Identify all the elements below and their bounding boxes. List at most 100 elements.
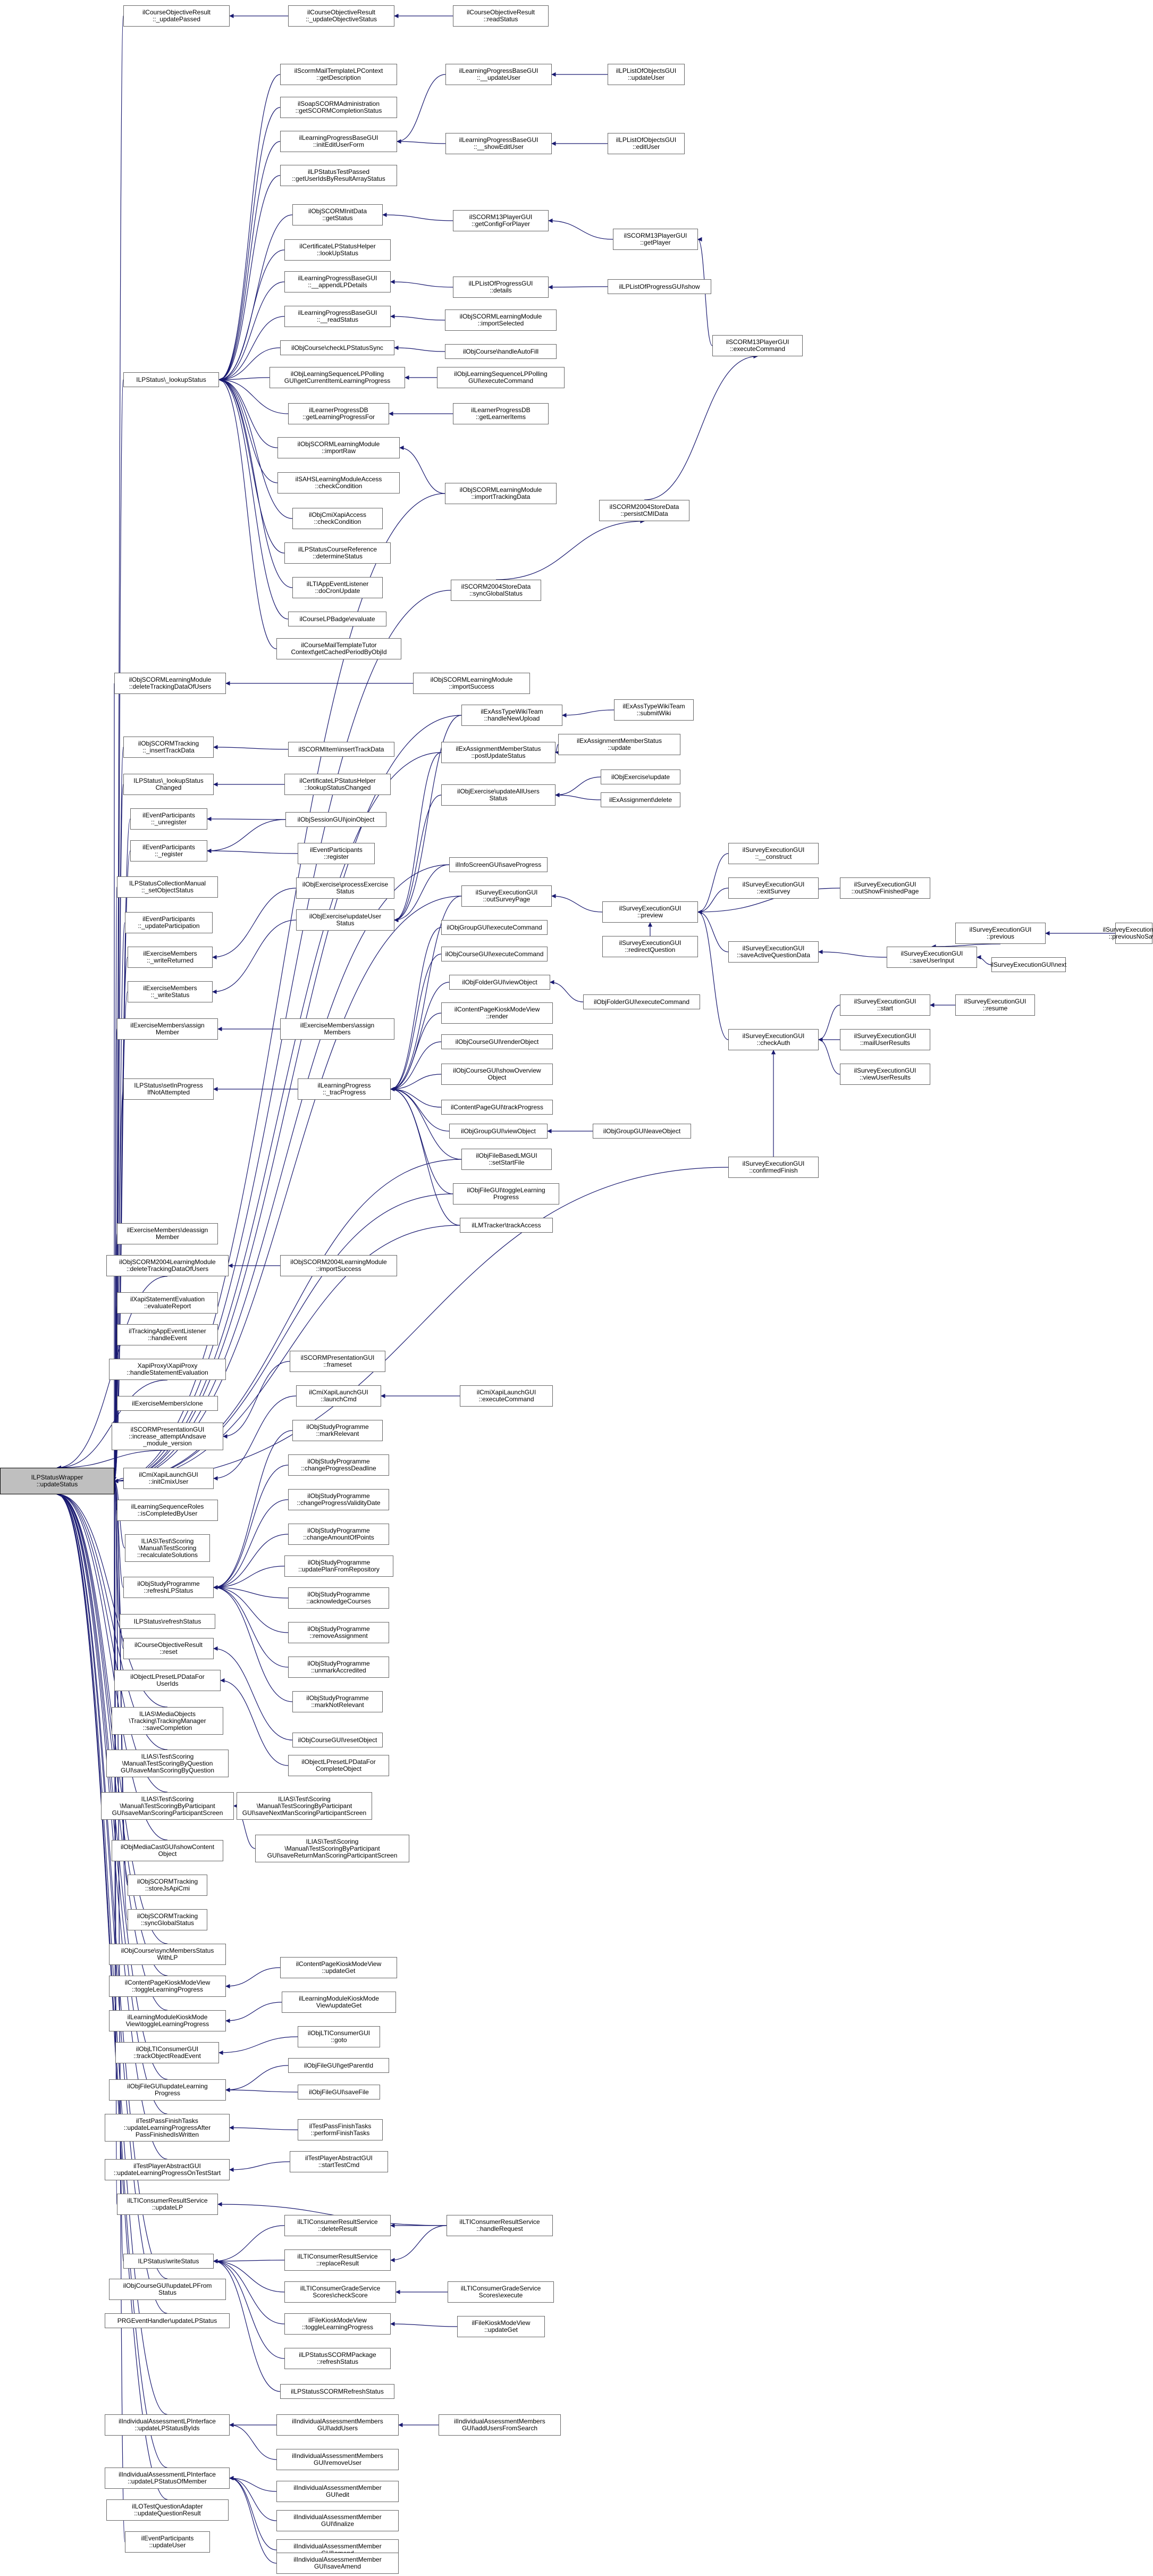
graph-node[interactable]: ilFileKioskModeView ::toggleLearningProg… — [284, 2313, 391, 2335]
graph-node[interactable]: ilObjMediaCastGUI\showContent Object — [112, 1840, 223, 1861]
graph-node[interactable]: ilSurveyExecutionGUI\next — [991, 957, 1066, 972]
graph-node[interactable]: ilExAssTypeWikiTeam ::handleNewUpload — [461, 705, 562, 726]
graph-node[interactable]: ilSurveyExecutionGUI ::checkAuth — [728, 1029, 819, 1050]
graph-node[interactable]: ilExerciseMembers\assign Members — [280, 1018, 394, 1040]
graph-node[interactable]: ilCertificateLPStatusHelper ::lookUpStat… — [284, 239, 391, 261]
graph-node[interactable]: ILPStatus\_lookupStatus Changed — [123, 774, 214, 795]
graph-node[interactable]: ilSCORMPresentationGUI ::frameset — [290, 1351, 385, 1372]
graph-node[interactable]: ilIndividualAssessmentLPInterface ::upda… — [105, 2468, 230, 2489]
graph-node[interactable]: ilIndividualAssessmentMember GUI\saveAme… — [276, 2553, 399, 2574]
graph-node[interactable]: ilSurveyExecutionGUI ::outSurveyPage — [461, 885, 552, 907]
graph-node[interactable]: ilEventParticipants ::_unregister — [130, 808, 207, 830]
graph-node[interactable]: ilObjStudyProgramme ::changeProgressVali… — [288, 1489, 389, 1510]
graph-node[interactable]: ilLPStatusSCORMRefreshStatus — [280, 2384, 394, 2399]
graph-node[interactable]: ilObjCourseGUI\executeCommand — [441, 947, 548, 961]
graph-node[interactable]: ILIAS\Test\Scoring \Manual\TestScoringBy… — [237, 1792, 372, 1820]
graph-node[interactable]: ilObjGroupGUI\viewObject — [449, 1124, 548, 1139]
graph-node[interactable]: ilCourseObjectiveResult ::reset — [123, 1638, 214, 1659]
graph-node[interactable]: ilExAssTypeWikiTeam ::submitWiki — [614, 699, 694, 721]
graph-node[interactable]: ilCourseObjectiveResult ::_updateObjecti… — [288, 5, 394, 27]
graph-node[interactable]: ilLPListOfObjectsGUI ::editUser — [608, 133, 685, 154]
graph-node[interactable]: ilObjCmiXapiAccess ::checkCondition — [292, 508, 383, 529]
graph-node[interactable]: ilObjFolderGUI\viewObject — [449, 975, 550, 990]
graph-node[interactable]: ilTestPassFinishTasks ::updateLearningPr… — [105, 2114, 230, 2142]
graph-node[interactable]: ilIndividualAssessmentMembers GUI\addUse… — [439, 2414, 561, 2436]
graph-node[interactable]: ilContentPageKioskModeView ::toggleLearn… — [109, 1976, 226, 1997]
graph-node[interactable]: ilObjGroupGUI\executeCommand — [441, 920, 548, 935]
graph-node[interactable]: ilLPStatusCourseReference ::determineSta… — [284, 542, 391, 564]
graph-node[interactable]: ilLPListOfObjectsGUI ::updateUser — [608, 64, 685, 85]
graph-node[interactable]: ilSurveyExecutionGUI ::__construct — [728, 843, 819, 864]
graph-node[interactable]: ilTestPlayerAbstractGUI ::startTestCmd — [290, 2151, 388, 2172]
graph-node[interactable]: ilLearningProgressBaseGUI ::__appendLPDe… — [284, 271, 391, 292]
graph-node[interactable]: ilObjFileGUI\saveFile — [298, 2085, 380, 2100]
graph-node[interactable]: ILPStatus\refreshStatus — [120, 1614, 215, 1629]
graph-node[interactable]: ilLearningProgressBaseGUI ::__showEditUs… — [445, 133, 552, 154]
graph-node[interactable]: ILIAS\MediaObjects \Tracking\TrackingMan… — [112, 1707, 223, 1735]
graph-node[interactable]: ILIAS\Test\Scoring \Manual\TestScoringBy… — [101, 1792, 234, 1820]
graph-node[interactable]: ilInfoScreenGUI\saveProgress — [449, 857, 548, 872]
graph-node[interactable]: ilExAssignment\delete — [601, 792, 680, 807]
graph-node[interactable]: ilObjLTIConsumerGUI ::goto — [298, 2026, 380, 2047]
graph-node[interactable]: ilXapiStatementEvaluation ::evaluateRepo… — [117, 1292, 218, 1314]
graph-node[interactable]: ilExerciseMembers\deassign Member — [117, 1223, 218, 1244]
graph-node[interactable]: ilLTIConsumerResultService ::deleteResul… — [284, 2215, 391, 2236]
graph-node[interactable]: ilObjStudyProgramme ::changeProgressDead… — [288, 1454, 389, 1476]
graph-node[interactable]: ilObjSessionGUI\joinObject — [285, 812, 386, 827]
graph-node[interactable]: ilCertificateLPStatusHelper ::lookupStat… — [284, 774, 391, 795]
graph-node[interactable]: ILPStatusCollectionManual ::_setObjectSt… — [117, 876, 218, 898]
root-node[interactable]: ILPStatusWrapper ::updateStatus — [0, 1468, 114, 1494]
graph-node[interactable]: ilSurveyExecutionGUI ::viewUserResults — [840, 1064, 930, 1085]
graph-node[interactable]: ilObjStudyProgramme ::acknowledgeCourses — [288, 1587, 389, 1609]
graph-node[interactable]: ilObjStudyProgramme ::unmarkAccredited — [288, 1657, 389, 1678]
graph-node[interactable]: ilObjExercise\updateUser Status — [296, 909, 394, 931]
graph-node[interactable]: ilLearningSequenceRoles ::isCompletedByU… — [117, 1500, 218, 1521]
graph-node[interactable]: ilLearningProgressBaseGUI ::__readStatus — [284, 306, 391, 327]
graph-node[interactable]: ilSurveyExecutionGUI ::mailUserResults — [840, 1029, 930, 1050]
graph-node[interactable]: ilTestPlayerAbstractGUI ::updateLearning… — [105, 2159, 230, 2180]
graph-node[interactable]: ilContentPageGUI\trackProgress — [441, 1100, 553, 1115]
graph-node[interactable]: ilSCORM13PlayerGUI ::executeCommand — [712, 335, 803, 356]
graph-node[interactable]: ilLTIConsumerResultService ::updateLP — [117, 2194, 218, 2215]
graph-node[interactable]: ilLearningModuleKioskMode View\toggleLea… — [109, 2010, 226, 2031]
graph-node[interactable]: ilLPListOfProgressGUI\show — [608, 279, 711, 294]
graph-node[interactable]: ilObjCourseGUI\updateLPFrom Status — [109, 2279, 226, 2300]
graph-node[interactable]: ilLMTracker\trackAccess — [460, 1218, 553, 1233]
graph-node[interactable]: ilObjFileGUI\getParentId — [288, 2058, 389, 2073]
graph-node[interactable]: ilIndividualAssessmentMember GUI\edit — [276, 2481, 399, 2502]
graph-node[interactable]: ilObjSCORMTracking ::storeJsApiCmi — [128, 1875, 207, 1896]
graph-node[interactable]: ilObjSCORM2004LearningModule ::importSuc… — [280, 1255, 397, 1276]
graph-node[interactable]: ilSCORM13PlayerGUI ::getPlayer — [613, 229, 698, 250]
graph-node[interactable]: ilSCORMItem\insertTrackData — [288, 742, 394, 757]
graph-node[interactable]: ilLearningProgressBaseGUI ::initEditUser… — [280, 131, 397, 152]
graph-node[interactable]: ilLearningProgressBaseGUI ::__updateUser — [445, 64, 552, 85]
graph-node[interactable]: ilObjSCORM2004LearningModule ::deleteTra… — [106, 1255, 229, 1276]
graph-node[interactable]: ilCourseObjectiveResult ::readStatus — [453, 5, 549, 27]
graph-node[interactable]: ilObjExercise\update — [601, 770, 680, 784]
graph-node[interactable]: ilSCORM2004StoreData ::syncGlobalStatus — [451, 580, 541, 601]
graph-node[interactable]: ilContentPageKioskModeView ::render — [441, 1002, 553, 1024]
graph-node[interactable]: ilObjCourse\handleAutoFill — [445, 344, 557, 359]
graph-node[interactable]: ilExAssignmentMemberStatus ::update — [558, 734, 680, 755]
graph-node[interactable]: ilObjStudyProgramme ::refreshLPStatus — [123, 1577, 214, 1598]
graph-node[interactable]: ilExAssignmentMemberStatus ::postUpdateS… — [441, 742, 556, 763]
graph-node[interactable]: ilSAHSLearningModuleAccess ::checkCondit… — [277, 472, 400, 494]
graph-node[interactable]: ilSurveyExecutionGUI ::redirectQuestion — [602, 936, 698, 957]
graph-node[interactable]: ilEventParticipants ::register — [298, 843, 375, 864]
graph-node[interactable]: ilLearningModuleKioskMode View\updateGet — [282, 1992, 396, 2013]
graph-node[interactable]: ilObjFileGUI\toggleLearning Progress — [453, 1183, 559, 1205]
graph-node[interactable]: ilObjStudyProgramme ::markRelevant — [292, 1420, 383, 1441]
graph-node[interactable]: ilObjSCORMLearningModule ::importRaw — [277, 437, 400, 458]
graph-node[interactable]: ilObjSCORMLearningModule ::importTrackin… — [445, 483, 557, 504]
graph-node[interactable]: ilObjSCORMLearningModule ::importSelecte… — [445, 310, 557, 331]
graph-node[interactable]: ilObjSCORMInitData ::getStatus — [292, 204, 383, 225]
graph-node[interactable]: ilObjCourseGUI\resetObject — [292, 1733, 383, 1747]
graph-node[interactable]: ilEventParticipants ::_updateParticipati… — [125, 912, 213, 933]
graph-node[interactable]: ILIAS\Test\Scoring \Manual\TestScoringBy… — [106, 1750, 229, 1777]
graph-node[interactable]: ilLTIConsumerGradeService Scores\checkSc… — [284, 2281, 396, 2303]
graph-node[interactable]: ilObjFileBasedLMGUI ::setStartFile — [461, 1149, 552, 1170]
graph-node[interactable]: ilSurveyExecutionGUI ::saveActiveQuestio… — [728, 941, 819, 963]
graph-node[interactable]: ILIAS\Test\Scoring \Manual\TestScoringBy… — [255, 1835, 409, 1862]
graph-node[interactable]: ILPStatus\_lookupStatus — [123, 372, 219, 387]
graph-node[interactable]: XapiProxy\XapiProxy ::handleStatementEva… — [109, 1359, 226, 1380]
